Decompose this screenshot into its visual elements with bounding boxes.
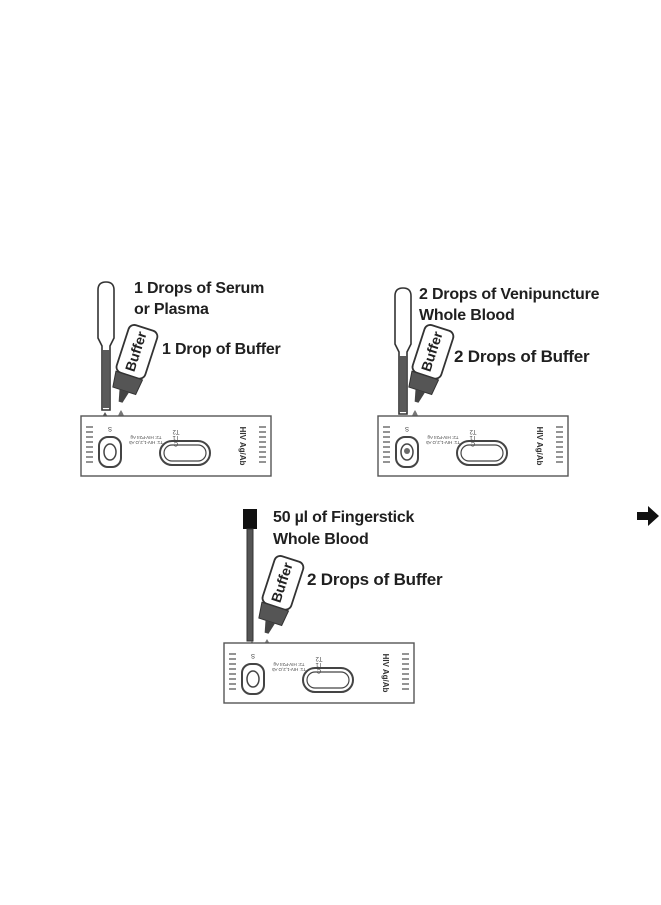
cassette-brand: HIV Ag/Ab xyxy=(381,654,390,693)
sample-well-mark: S xyxy=(108,425,112,431)
buffer-label: 2 Drops of Buffer xyxy=(307,570,443,589)
cassette-brand: HIV Ag/Ab xyxy=(535,427,544,466)
capillary-tube-icon xyxy=(243,509,257,642)
sample-label-line2: or Plasma xyxy=(134,301,209,318)
test-cassette: C T1 T2 T1: HIV-1,2,O Ab T2: HIV-P24 Ag … xyxy=(223,642,415,704)
legend-t2: T2: HIV-P24 Ag xyxy=(130,435,162,440)
line-t1-label: T1 xyxy=(315,661,323,667)
line-t2-label: T2 xyxy=(315,655,323,661)
cassette-brand: HIV Ag/Ab xyxy=(238,427,247,466)
sample-label-line1: 1 Drops of Serum xyxy=(134,280,265,297)
sample-label-line1: 2 Drops of Venipuncture xyxy=(419,286,600,303)
test-cassette: C T1 T2 T1: HIV-1,2,O Ab T2: HIV-P24 Ag … xyxy=(80,415,272,477)
buffer-label: 1 Drop of Buffer xyxy=(162,341,281,358)
line-t2-label: T2 xyxy=(172,428,180,434)
legend-t1: T1: HIV-1,2,O Ab xyxy=(426,440,461,445)
line-c-label: C xyxy=(173,440,178,446)
sample-label-line2: Whole Blood xyxy=(273,531,369,548)
sample-well-mark: S xyxy=(251,652,255,658)
arrow-right-icon xyxy=(637,506,659,526)
buffer-bottle-icon: Buffer xyxy=(408,324,455,403)
buffer-bottle-icon: Buffer xyxy=(258,555,305,634)
line-t1-label: T1 xyxy=(172,434,180,440)
line-c-label: C xyxy=(316,667,321,673)
legend-t2: T2: HIV-P24 Ag xyxy=(427,435,459,440)
line-t1-label: T1 xyxy=(469,434,477,440)
line-t2-label: T2 xyxy=(469,428,477,434)
sample-label-line2: Whole Blood xyxy=(419,307,515,324)
buffer-label: 2 Drops of Buffer xyxy=(454,347,590,366)
line-c-label: C xyxy=(470,440,475,446)
legend-t1: T1: HIV-1,2,O Ab xyxy=(272,667,307,672)
dropper-icon xyxy=(394,287,412,415)
legend-t1: T1: HIV-1,2,O Ab xyxy=(129,440,164,445)
legend-t2: T2: HIV-P24 Ag xyxy=(273,662,305,667)
test-cassette: C T1 T2 T1: HIV-1,2,O Ab T2: HIV-P24 Ag … xyxy=(377,415,569,477)
dropper-icon xyxy=(97,281,115,411)
buffer-bottle-icon: Buffer xyxy=(112,324,159,403)
sample-label-line1: 50 µl of Fingerstick xyxy=(273,509,415,526)
sample-well-mark: S xyxy=(405,425,409,431)
